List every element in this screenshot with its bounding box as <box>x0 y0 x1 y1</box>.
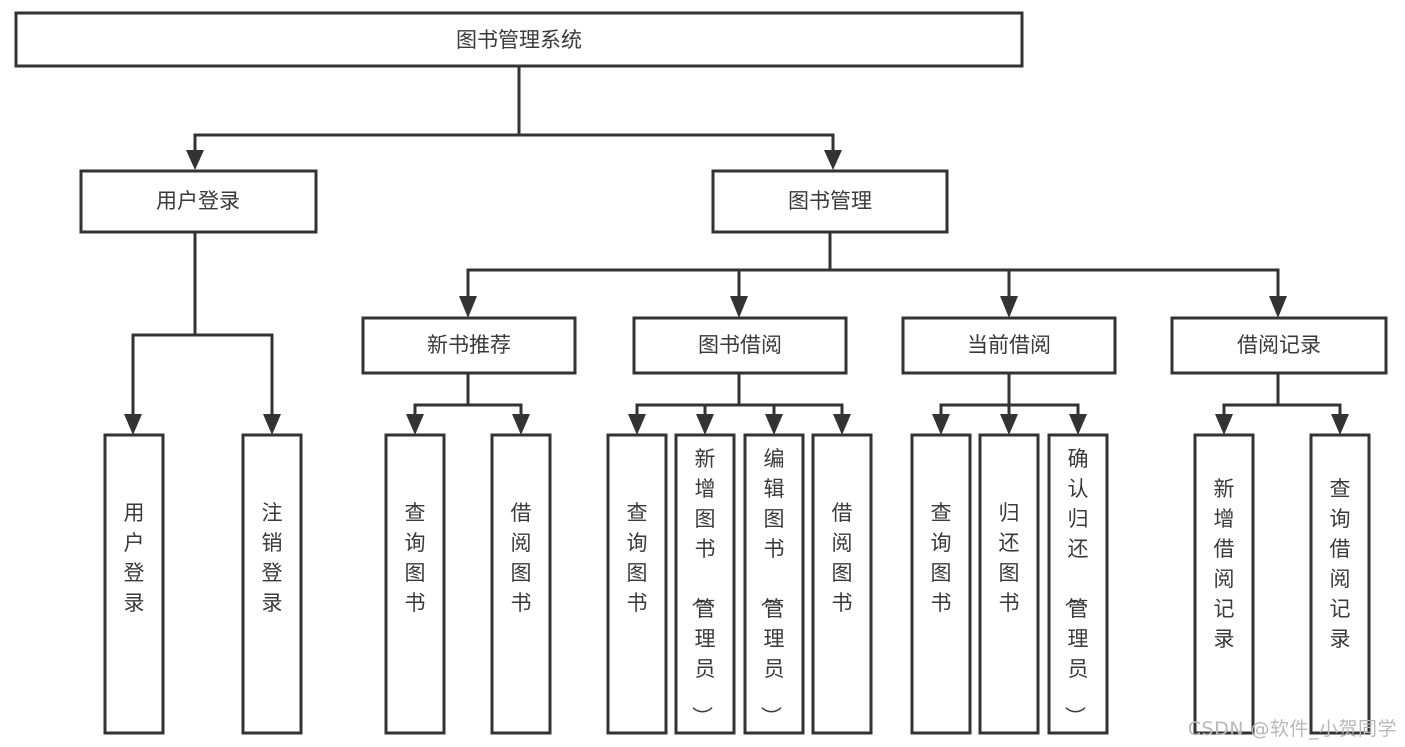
node-leaf-borrow-book-2-box[interactable] <box>811 433 873 735</box>
node-leaf-user-login-label: 用户登录 <box>124 501 145 615</box>
node-new-book-recommend-label: 新书推荐 <box>427 333 511 357</box>
node-current-borrow-label: 当前借阅 <box>967 333 1051 357</box>
node-leaf-logout-box[interactable] <box>241 433 303 735</box>
node-leaf-query-record-label: 查询借阅记录 <box>1330 477 1351 651</box>
node-new-book-recommend-box[interactable] <box>361 316 577 375</box>
node-leaf-borrow-book-2[interactable]: 借阅图书 <box>811 433 873 735</box>
node-leaf-logout[interactable]: 注销登录 <box>241 433 303 735</box>
arrow-leaf-add-record <box>1215 414 1233 435</box>
arrow-to-user-login <box>186 150 204 170</box>
arrow-leaf-query-book-3 <box>932 414 950 435</box>
arrow-leaf-confirm-return <box>1069 414 1087 435</box>
node-leaf-query-book-2-box[interactable] <box>606 433 668 735</box>
arrow-leaf-query-book-1 <box>406 414 424 435</box>
node-leaf-query-book-2-label: 查询图书 <box>627 501 648 615</box>
node-leaf-return-book[interactable]: 归还图书 <box>978 433 1040 735</box>
arrow-leaf-query-book-2 <box>628 414 646 435</box>
node-leaf-add-record[interactable]: 新增借阅记录 <box>1193 433 1255 735</box>
node-leaf-borrow-book-1[interactable]: 借阅图书 <box>490 433 552 735</box>
arrow-leaf-borrow-book-1 <box>512 414 530 435</box>
arrow-leaf-user-login <box>124 414 142 435</box>
node-new-book-recommend[interactable]: 新书推荐 <box>361 316 577 375</box>
arrow-leaf-logout <box>263 414 281 435</box>
node-book-borrow-label: 图书借阅 <box>698 333 782 357</box>
node-leaf-logout-label: 注销登录 <box>262 501 283 615</box>
node-leaf-confirm-return-label: 确认归还（管理员） <box>1063 447 1089 727</box>
node-leaf-query-book-3[interactable]: 查询图书 <box>910 433 972 735</box>
arrow-leaf-add-book <box>696 414 714 435</box>
node-current-borrow[interactable]: 当前借阅 <box>901 316 1117 375</box>
node-leaf-edit-book[interactable]: 编辑图书（管理员） <box>743 433 805 735</box>
node-leaf-add-record-label: 新增借阅记录 <box>1214 477 1235 651</box>
node-book-manage[interactable]: 图书管理 <box>711 169 949 234</box>
arrow-leaf-edit-book <box>765 414 783 435</box>
node-leaf-query-book-1-box[interactable] <box>384 433 446 735</box>
node-book-borrow-box[interactable] <box>632 316 848 375</box>
node-user-login-label: 用户登录 <box>156 189 240 213</box>
arrow-new-book-recommend <box>459 296 477 318</box>
node-leaf-query-book-1[interactable]: 查询图书 <box>384 433 446 735</box>
node-leaf-return-book-label: 归还图书 <box>999 501 1020 615</box>
node-root-label: 图书管理系统 <box>456 28 582 52</box>
node-leaf-confirm-return[interactable]: 确认归还（管理员） <box>1047 433 1109 735</box>
node-leaf-query-book-1-label: 查询图书 <box>405 501 426 615</box>
node-book-manage-box[interactable] <box>711 169 949 234</box>
node-leaf-query-record-box[interactable] <box>1309 433 1371 735</box>
node-leaf-borrow-book-1-label: 借阅图书 <box>511 501 532 615</box>
arrow-book-borrow <box>730 296 748 318</box>
node-leaf-user-login-box[interactable] <box>103 433 165 735</box>
arrow-to-book-manage <box>824 150 842 170</box>
node-leaf-add-book-box[interactable] <box>674 433 736 735</box>
node-leaf-query-book-3-label: 查询图书 <box>931 501 952 615</box>
node-leaf-query-record[interactable]: 查询借阅记录 <box>1309 433 1371 735</box>
node-user-login-box[interactable] <box>79 169 318 234</box>
arrow-leaf-return-book <box>1000 414 1018 435</box>
node-leaf-borrow-book-2-label: 借阅图书 <box>832 501 853 615</box>
arrow-leaf-borrow-book-2 <box>833 414 851 435</box>
connector-layer <box>124 64 1349 435</box>
node-leaf-query-book-3-box[interactable] <box>910 433 972 735</box>
node-root-box[interactable] <box>14 11 1024 68</box>
node-leaf-return-book-box[interactable] <box>978 433 1040 735</box>
node-current-borrow-box[interactable] <box>901 316 1117 375</box>
node-book-borrow[interactable]: 图书借阅 <box>632 316 848 375</box>
node-leaf-edit-book-box[interactable] <box>743 433 805 735</box>
arrow-current-borrow <box>1000 296 1018 318</box>
node-book-manage-label: 图书管理 <box>788 189 872 213</box>
node-leaf-query-book-2[interactable]: 查询图书 <box>606 433 668 735</box>
node-borrow-record[interactable]: 借阅记录 <box>1170 316 1388 375</box>
node-leaf-add-book-label: 新增图书（管理员） <box>690 447 716 727</box>
node-leaf-add-record-box[interactable] <box>1193 433 1255 735</box>
node-leaf-confirm-return-box[interactable] <box>1047 433 1109 735</box>
arrow-borrow-record <box>1269 296 1287 318</box>
node-leaf-add-book[interactable]: 新增图书（管理员） <box>674 433 736 735</box>
node-borrow-record-label: 借阅记录 <box>1237 333 1321 357</box>
arrow-leaf-query-record <box>1331 414 1349 435</box>
node-leaf-user-login[interactable]: 用户登录 <box>103 433 165 735</box>
node-leaf-edit-book-label: 编辑图书（管理员） <box>759 447 785 727</box>
node-root[interactable]: 图书管理系统 <box>14 11 1024 68</box>
node-user-login[interactable]: 用户登录 <box>79 169 318 234</box>
node-leaf-borrow-book-1-box[interactable] <box>490 433 552 735</box>
node-borrow-record-box[interactable] <box>1170 316 1388 375</box>
